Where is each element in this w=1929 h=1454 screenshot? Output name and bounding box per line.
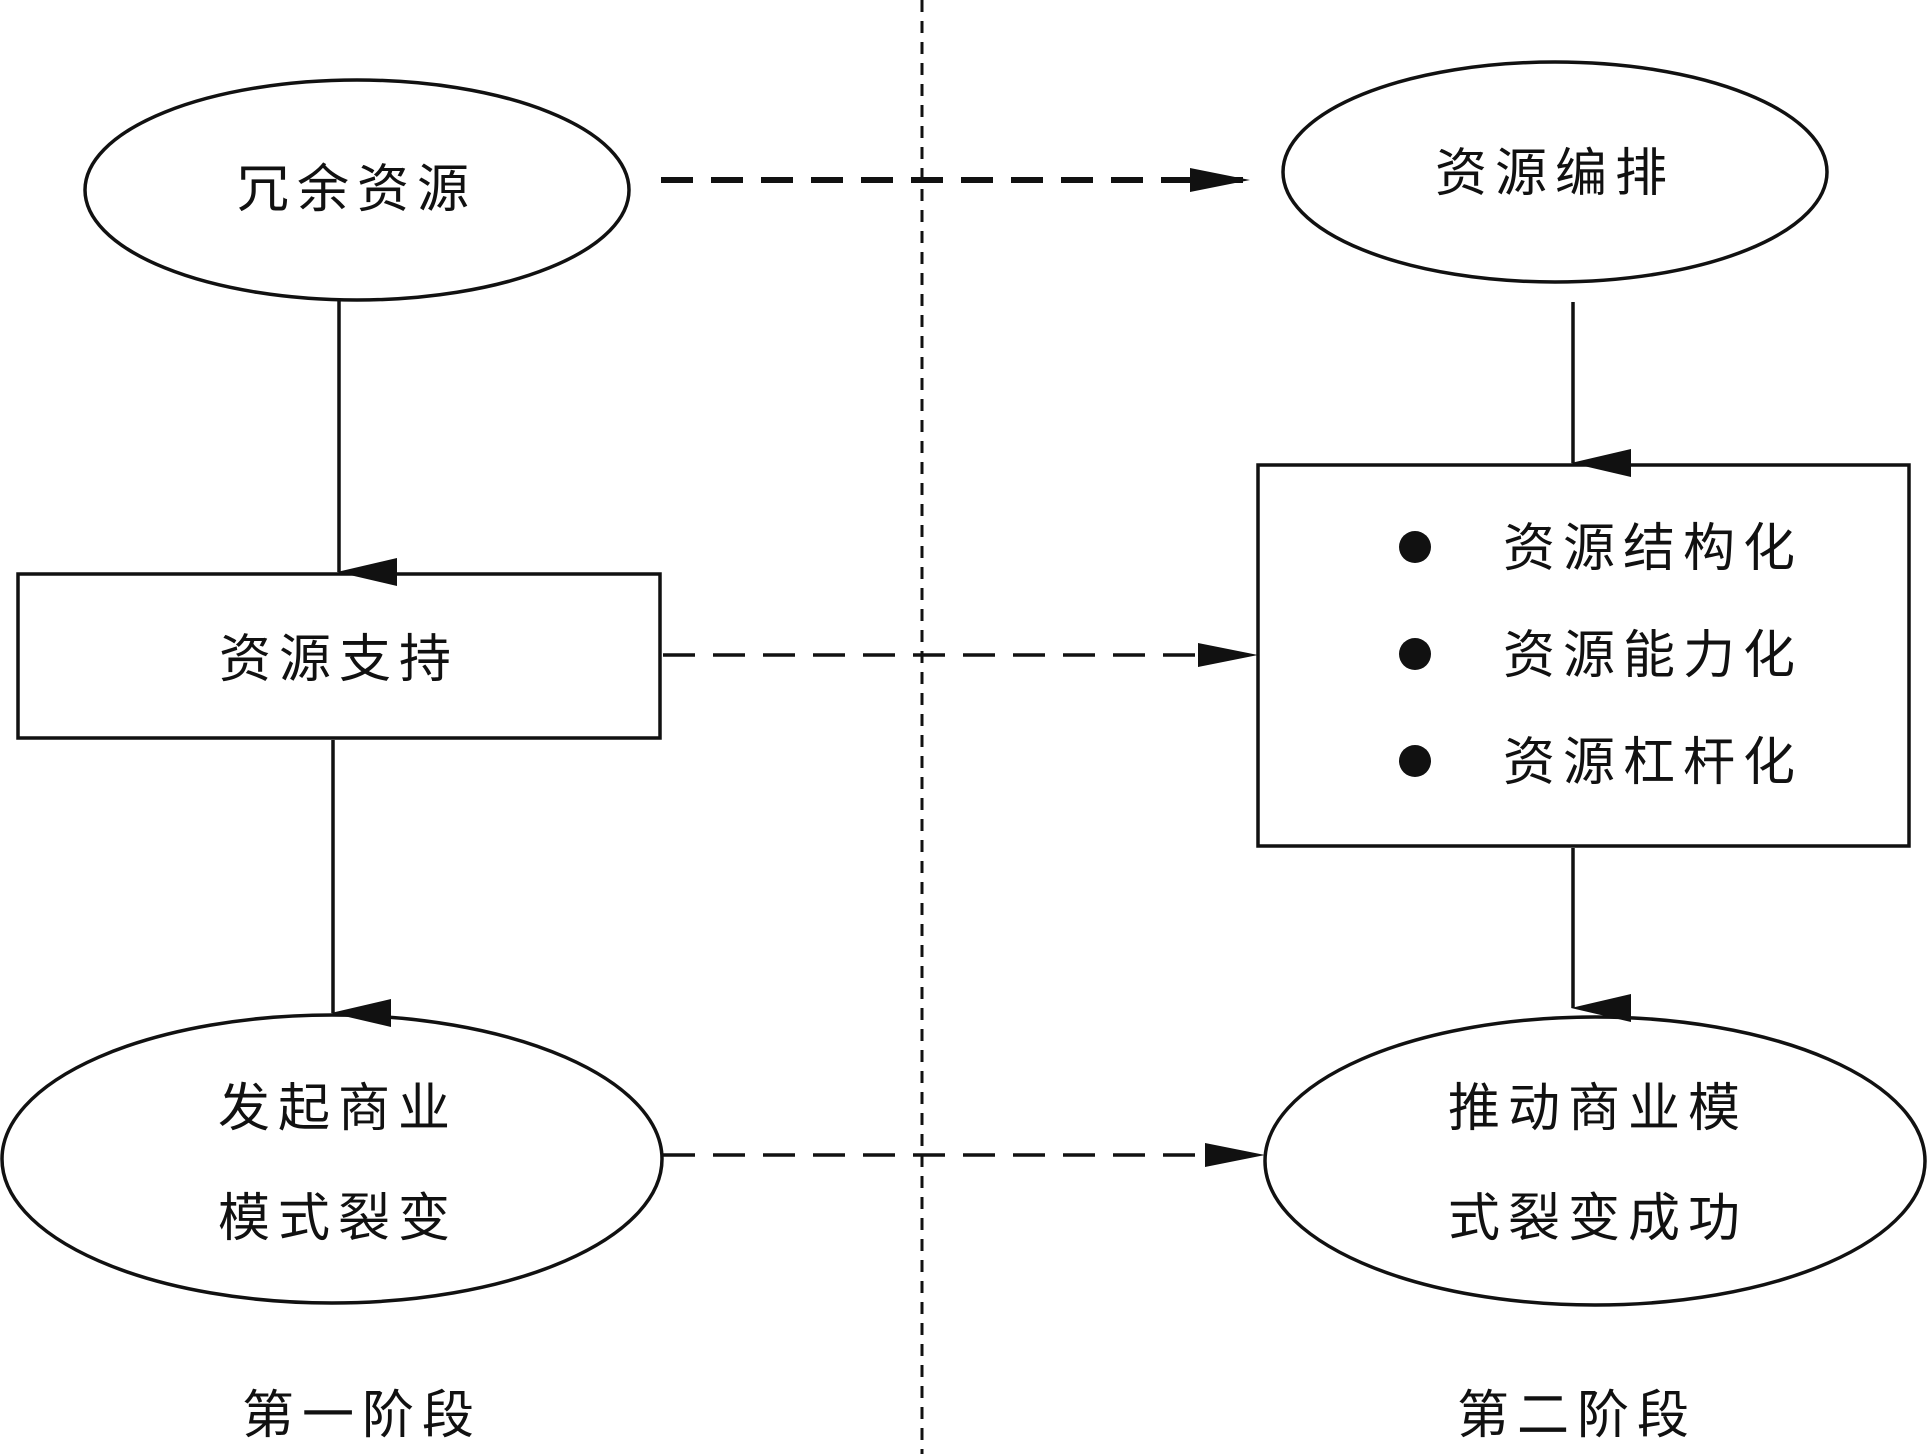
node-fission-success-line1: 推动商业模 (1448, 1079, 1748, 1139)
method-item-capability: 资源能力化 (1503, 626, 1803, 686)
method-item-structuring: 资源结构化 (1503, 519, 1803, 579)
node-orchestration-methods: 资源结构化 资源能力化 资源杠杆化 (1256, 463, 1911, 848)
stage-one-label: 第一阶段 (242, 1386, 482, 1446)
node-resource-support-label: 资源支持 (219, 630, 459, 690)
bullet-dot (1399, 638, 1431, 670)
node-fission-success: 推动商业模 式裂变成功 (1263, 1015, 1927, 1307)
node-resource-orchestration-label: 资源编排 (1435, 144, 1675, 204)
node-initiate-fission: 发起商业 模式裂变 (0, 1013, 664, 1305)
node-resource-orchestration: 资源编排 (1281, 60, 1829, 284)
node-redundant-resources-label: 冗余资源 (237, 160, 477, 220)
bullet-dot (1399, 745, 1431, 777)
method-item-leverage: 资源杠杆化 (1503, 733, 1803, 793)
stage-two-label: 第二阶段 (1457, 1386, 1697, 1446)
node-fission-success-line2: 式裂变成功 (1448, 1189, 1748, 1249)
node-resource-support: 资源支持 (16, 572, 662, 740)
node-initiate-fission-line2: 模式裂变 (218, 1189, 458, 1249)
node-redundant-resources: 冗余资源 (83, 78, 631, 302)
node-initiate-fission-line1: 发起商业 (218, 1079, 458, 1139)
bullet-dot (1399, 531, 1431, 563)
